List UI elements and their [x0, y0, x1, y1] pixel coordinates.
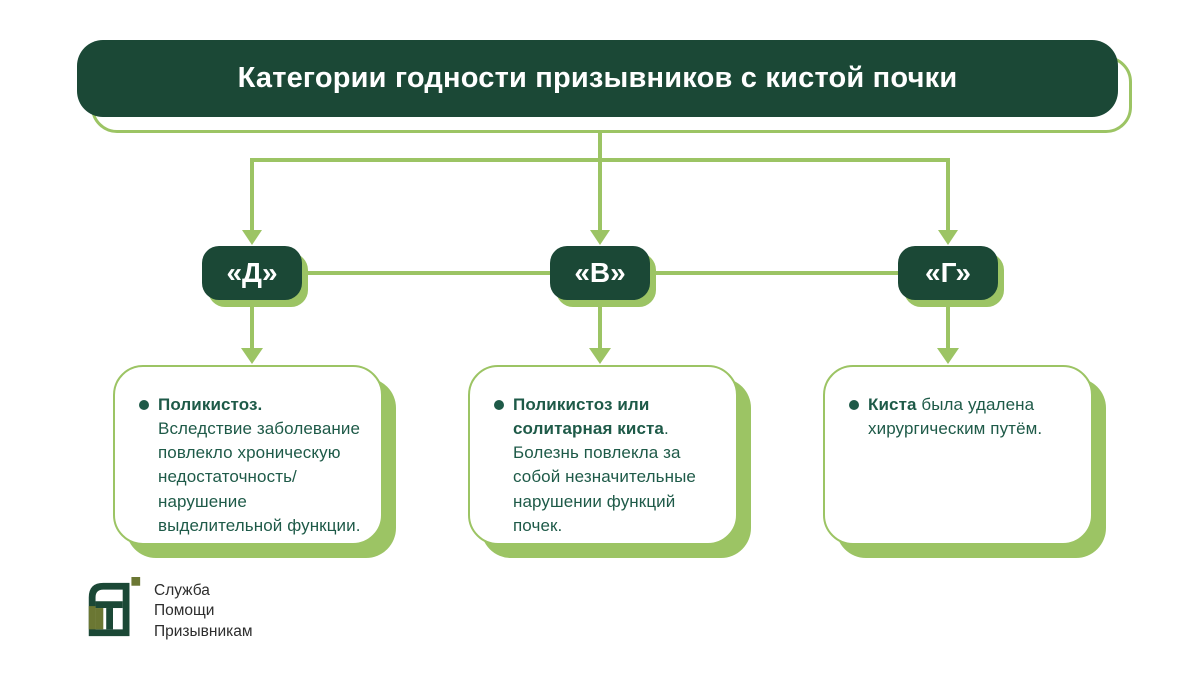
arrow-down-icon — [937, 348, 959, 364]
card-lead: Поликистоз. — [158, 395, 263, 414]
card-text: Поликистоз или солитарная киста. Болезнь… — [513, 393, 716, 538]
description-card-v: Поликистоз или солитарная киста. Болезнь… — [468, 365, 738, 545]
arrow-down-icon — [590, 230, 610, 245]
category-node-v: «В» — [550, 246, 650, 300]
company-logo: Служба Помощи Призывникам — [85, 577, 253, 642]
description-card-d: Поликистоз. Вследствие заболевание повле… — [113, 365, 383, 545]
logo-line: Призывникам — [154, 622, 253, 640]
description-card-g: Киста была удалена хирургическим путём. — [823, 365, 1093, 545]
bullet-icon — [849, 400, 859, 410]
card-lead: Киста — [868, 395, 917, 414]
title-banner: Категории годности призывников с кистой … — [77, 40, 1118, 117]
card-body: . Болезнь повлекла за собой незначительн… — [513, 419, 696, 535]
page-title: Категории годности призывников с кистой … — [237, 62, 958, 94]
bullet-item: Поликистоз или солитарная киста. Болезнь… — [492, 393, 716, 538]
card-text: Киста была удалена хирургическим путём. — [868, 393, 1071, 441]
logo-line: Служба — [154, 582, 210, 599]
bullet-icon — [139, 400, 149, 410]
arrow-down-icon — [241, 348, 263, 364]
category-node-g: «Г» — [898, 246, 998, 300]
logo-text: Служба Помощи Призывникам — [154, 577, 253, 642]
bullet-icon — [494, 400, 504, 410]
logo-line: Помощи — [154, 602, 215, 620]
arrow-down-icon — [242, 230, 262, 245]
bullet-item: Киста была удалена хирургическим путём. — [847, 393, 1071, 441]
category-label: «Г» — [925, 257, 971, 288]
bullet-item: Поликистоз. Вследствие заболевание повле… — [137, 393, 361, 538]
category-label: «Д» — [226, 257, 278, 288]
logo-mark-icon — [88, 577, 141, 637]
category-node-d: «Д» — [202, 246, 302, 300]
category-label: «В» — [574, 257, 626, 288]
arrow-down-icon — [938, 230, 958, 245]
card-body: была удалена хирургическим путём. — [868, 395, 1043, 439]
card-body: Вследствие заболевание повлекло хроничес… — [158, 419, 361, 535]
card-text: Поликистоз. Вследствие заболевание повле… — [158, 393, 361, 538]
card-lead: Поликистоз или солитарная киста — [513, 395, 664, 439]
arrow-down-icon — [589, 348, 611, 364]
